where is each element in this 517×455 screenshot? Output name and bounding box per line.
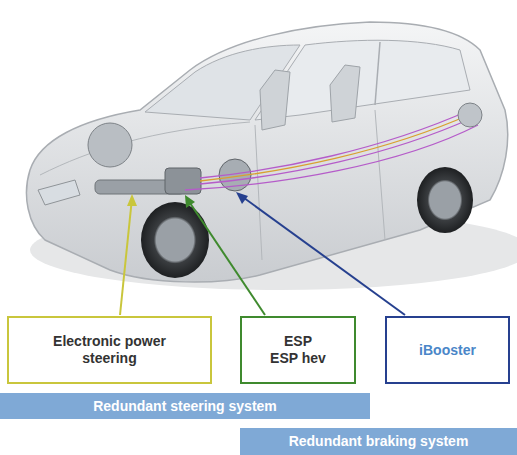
far-wheel — [88, 123, 132, 167]
rear-wheel — [417, 167, 473, 233]
rear-wheel-far — [458, 103, 482, 127]
node-text: ESP hev — [270, 350, 326, 367]
callout-box: Electronic power steering — [7, 316, 212, 384]
seat — [330, 65, 360, 122]
node-text: Redundant braking system — [289, 433, 469, 450]
hood-line — [40, 122, 250, 175]
node-text: Redundant steering system — [93, 398, 277, 415]
headlight — [38, 180, 80, 205]
window-pillar — [375, 42, 380, 105]
seat — [260, 70, 290, 130]
car-body — [26, 22, 507, 282]
node-text: ESP — [284, 333, 312, 350]
esp-unit — [165, 168, 201, 194]
leader-arrowhead — [236, 192, 248, 204]
callout-box: iBooster — [385, 316, 510, 384]
front-wheel — [141, 202, 209, 278]
system-band: Redundant braking system — [240, 428, 517, 455]
leader-arrowhead — [185, 195, 195, 208]
leader-line — [240, 195, 405, 315]
leader-arrowhead — [127, 194, 137, 206]
leader-line — [120, 198, 132, 315]
door-line — [255, 110, 385, 260]
callout-box: ESPESP hev — [240, 316, 356, 384]
node-text: iBooster — [419, 342, 476, 359]
leader-line — [188, 200, 265, 315]
system-band: Redundant steering system — [0, 393, 370, 419]
wires — [200, 114, 471, 181]
node-text: Electronic power steering — [50, 333, 170, 367]
